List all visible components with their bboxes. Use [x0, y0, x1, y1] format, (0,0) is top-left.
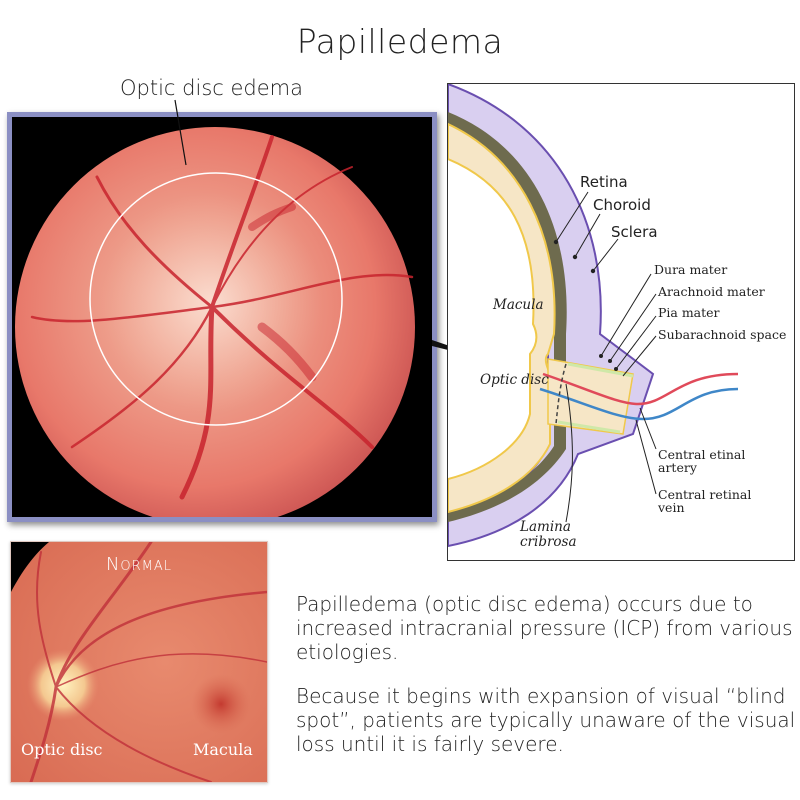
edema-highlight-circle	[89, 172, 343, 426]
normal-fundus-title: Normal	[105, 554, 173, 575]
label-lamina-cribrosa-2: cribrosa	[520, 534, 577, 550]
label-lamina-cribrosa-1: Lamina	[519, 519, 571, 535]
cross-section-illustration: Retina Choroid Sclera Dura mater Arachno…	[448, 84, 786, 550]
label-subarachnoid-space: Subarachnoid space	[658, 327, 786, 342]
label-dura-mater: Dura mater	[654, 262, 727, 277]
label-arachnoid-mater: Arachnoid mater	[657, 284, 765, 299]
normal-fundus-illustration	[11, 542, 267, 782]
normal-macula-label: Macula	[193, 740, 253, 759]
label-central-artery-1: Central etinal	[658, 447, 745, 462]
label-central-vein-2: vein	[657, 500, 685, 515]
label-optic-disc: Optic disc	[480, 372, 549, 388]
page-title: Papilledema	[296, 22, 504, 61]
label-macula: Macula	[492, 297, 544, 313]
label-central-artery-2: artery	[658, 460, 698, 475]
label-retina: Retina	[580, 173, 628, 191]
description-paragraph-2: Because it begins with expansion of visu…	[296, 684, 796, 756]
papilledema-fundus-image	[7, 112, 437, 522]
label-sclera: Sclera	[611, 223, 658, 241]
label-central-vein-1: Central retinal	[658, 487, 751, 502]
optic-nerve-cross-section-diagram: Retina Choroid Sclera Dura mater Arachno…	[447, 83, 795, 561]
papilledema-fundus-illustration	[15, 127, 415, 517]
description-paragraph-1: Papilledema (optic disc edema) occurs du…	[296, 592, 793, 664]
normal-optic-disc-label: Optic disc	[21, 740, 103, 759]
optic-disc-edema-label: Optic disc edema	[120, 76, 303, 100]
label-pia-mater: Pia mater	[658, 305, 720, 320]
normal-fundus-image: Normal Optic disc Macula	[10, 541, 268, 783]
label-choroid: Choroid	[593, 196, 651, 214]
